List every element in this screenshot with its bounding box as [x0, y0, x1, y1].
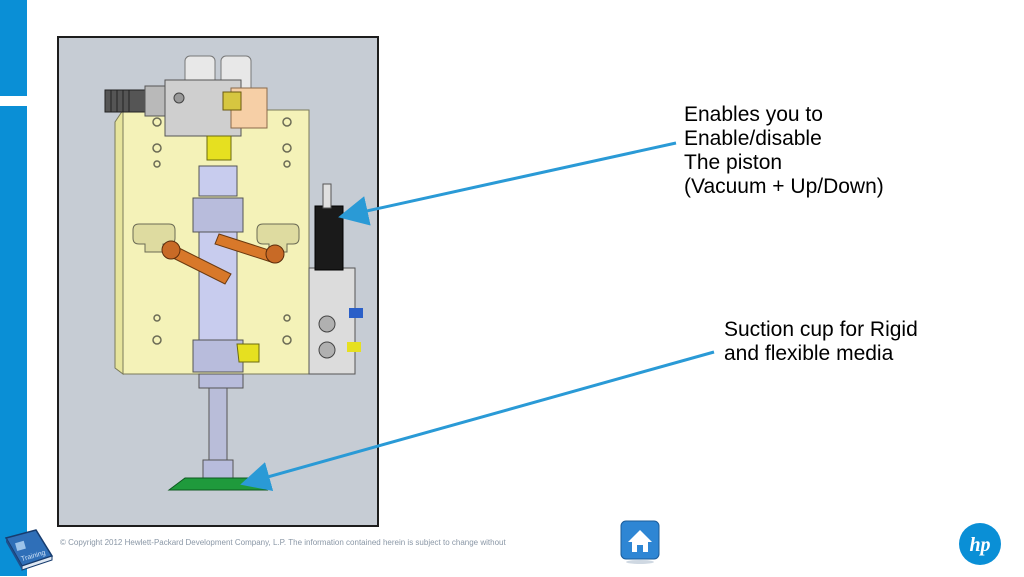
- cylinder-nut: [192, 197, 244, 233]
- callout-line: The piston: [684, 151, 783, 174]
- callout-suction-cup: Suction cup for Rigid and flexible media: [724, 318, 918, 366]
- arrow-to-vacuum-switch: [338, 141, 677, 226]
- callout-line: Enable/disable: [684, 127, 822, 150]
- cylinder-body: [198, 231, 238, 341]
- valve-screw: [173, 92, 185, 104]
- accent-bar-bottom: [0, 106, 27, 576]
- hp-logo-icon: hp: [958, 522, 1002, 566]
- right-knob: [265, 244, 285, 264]
- callout-line: (Vacuum + Up/Down): [684, 175, 884, 198]
- inlet-fitting: [206, 135, 232, 161]
- cylinder-cap: [198, 165, 238, 197]
- home-icon: [620, 520, 660, 564]
- arrow-to-suction-cup: [240, 350, 715, 491]
- plate-side-edge: [114, 108, 124, 375]
- elbow-fitting: [236, 343, 260, 363]
- logo-text: hp: [969, 534, 990, 556]
- cylinder-base: [192, 339, 244, 373]
- right-slot: [256, 223, 300, 253]
- valve-fitting: [222, 91, 242, 111]
- copyright-footer: © Copyright 2012 Hewlett-Packard Develop…: [60, 538, 506, 547]
- plate-holes: [152, 117, 292, 345]
- callout-line: and flexible media: [724, 342, 894, 365]
- accent-bar-top: [0, 0, 27, 96]
- training-book-icon[interactable]: Training: [2, 524, 56, 572]
- switch-pin: [322, 183, 332, 209]
- callout-line: Enables you to: [684, 103, 823, 126]
- home-button[interactable]: [620, 520, 660, 564]
- side-connector-top: [349, 308, 363, 318]
- side-fittings: [318, 315, 336, 359]
- callout-line: Suction cup for Rigid: [724, 318, 918, 341]
- connector-ribs: [110, 90, 130, 112]
- piston-assembly-drawing: [104, 55, 363, 491]
- left-knob: [161, 240, 181, 260]
- piston-assembly-figure: [57, 36, 379, 527]
- side-connector-bottom: [347, 342, 361, 352]
- callout-enable-piston: Enables you to Enable/disable The piston…: [684, 103, 884, 199]
